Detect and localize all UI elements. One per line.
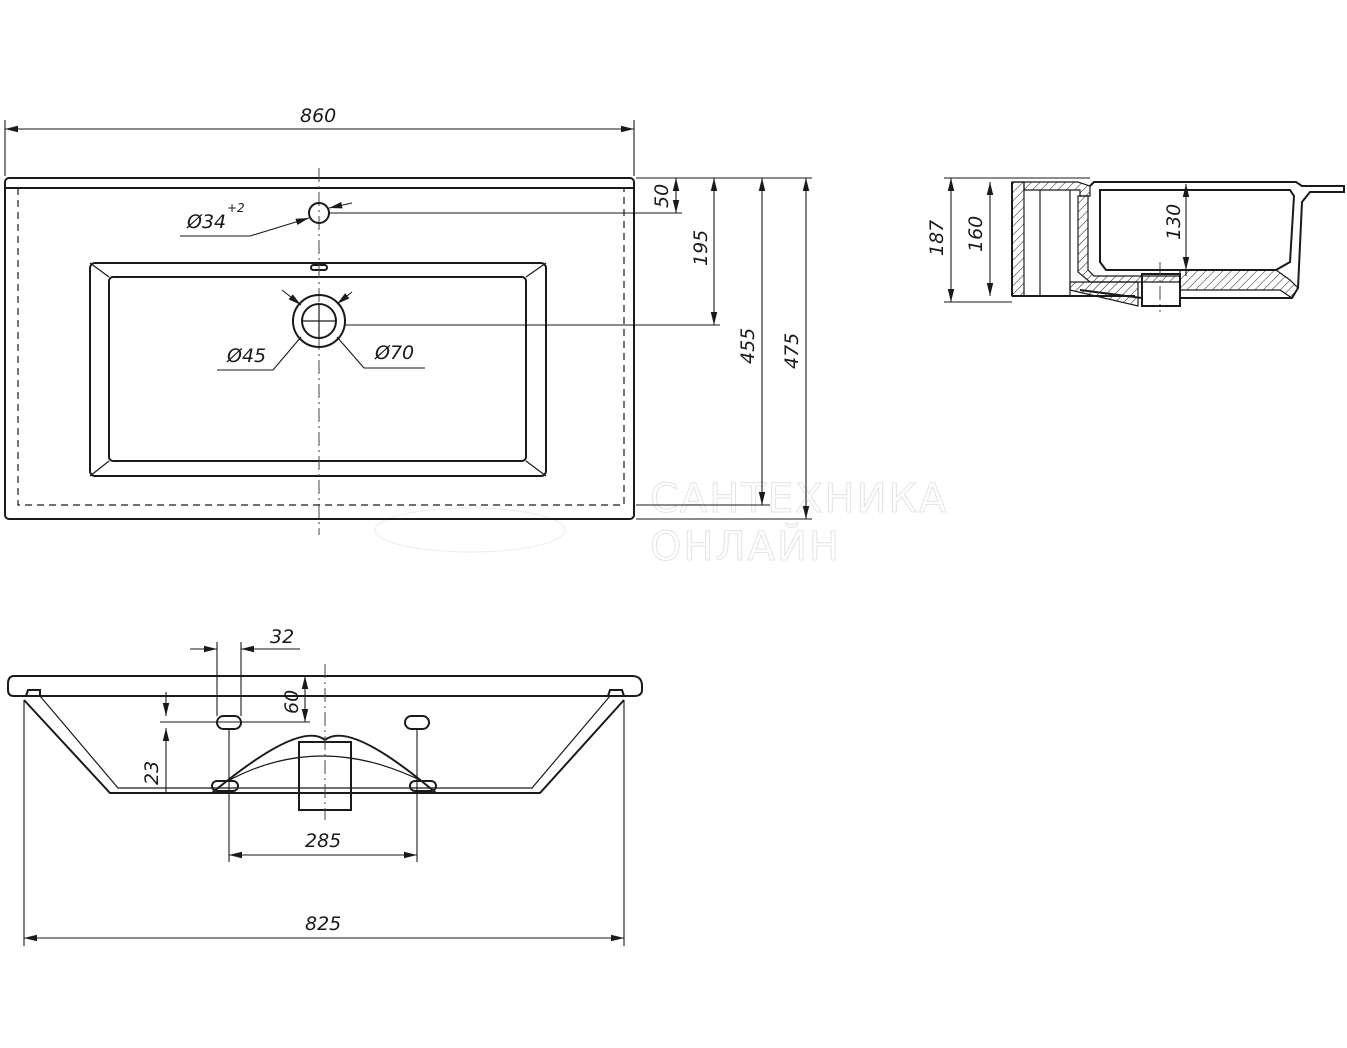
front-drain-pipe — [298, 741, 352, 811]
left-corner — [25, 689, 41, 697]
dim-drain-195: 195 — [690, 230, 712, 266]
dim-slot-height: 60 — [281, 690, 303, 714]
bowl-contour — [1079, 181, 1345, 307]
front-arch — [211, 734, 437, 794]
foot-right — [409, 780, 437, 792]
top-view: 860 Ø34 +2 Ø45 Ø70 50 195 455 475 — [4, 105, 812, 535]
cabinet-outline — [17, 188, 625, 506]
dim-depth-455: 455 — [737, 328, 759, 364]
dim-depth-130: 130 — [1163, 204, 1185, 240]
front-bowl-body — [23, 699, 625, 794]
dim-depth-475: 475 — [781, 333, 803, 369]
watermark-line2: ОНЛАЙН — [650, 522, 841, 570]
watermark-line1: САНТЕХНИКА — [650, 476, 948, 522]
dim-slot-offset: 23 — [141, 761, 163, 785]
right-corner — [607, 689, 625, 697]
bowl-outer — [89, 262, 547, 477]
dim-faucet-tolerance: +2 — [227, 201, 245, 215]
bowl-bottom-section — [1179, 269, 1299, 299]
dim-slot-width: 32 — [270, 626, 294, 648]
dim-height-160: 160 — [965, 216, 987, 252]
dim-drain-large: Ø70 — [374, 342, 414, 364]
side-view: 187 160 130 — [926, 177, 1345, 312]
dim-rim-50: 50 — [651, 184, 673, 208]
front-view: 32 60 23 285 825 — [7, 626, 643, 946]
drain-outer — [292, 294, 346, 348]
dim-faucet-hole: Ø34 — [186, 211, 226, 233]
watermark: САНТЕХНИКА ОНЛАЙН — [374, 476, 948, 571]
dim-drain-small: Ø45 — [226, 345, 266, 367]
dim-width-860: 860 — [300, 105, 336, 127]
dim-slot-spacing: 285 — [305, 830, 341, 852]
bowl-inner — [108, 276, 527, 462]
foot-left — [211, 780, 239, 792]
front-top-slab — [7, 675, 643, 697]
bowl-inner-contour — [1099, 189, 1296, 271]
dim-bottom-width: 825 — [305, 913, 341, 935]
dim-height-187: 187 — [926, 220, 948, 256]
back-wall-section — [1011, 181, 1025, 297]
slot-right — [404, 715, 430, 730]
